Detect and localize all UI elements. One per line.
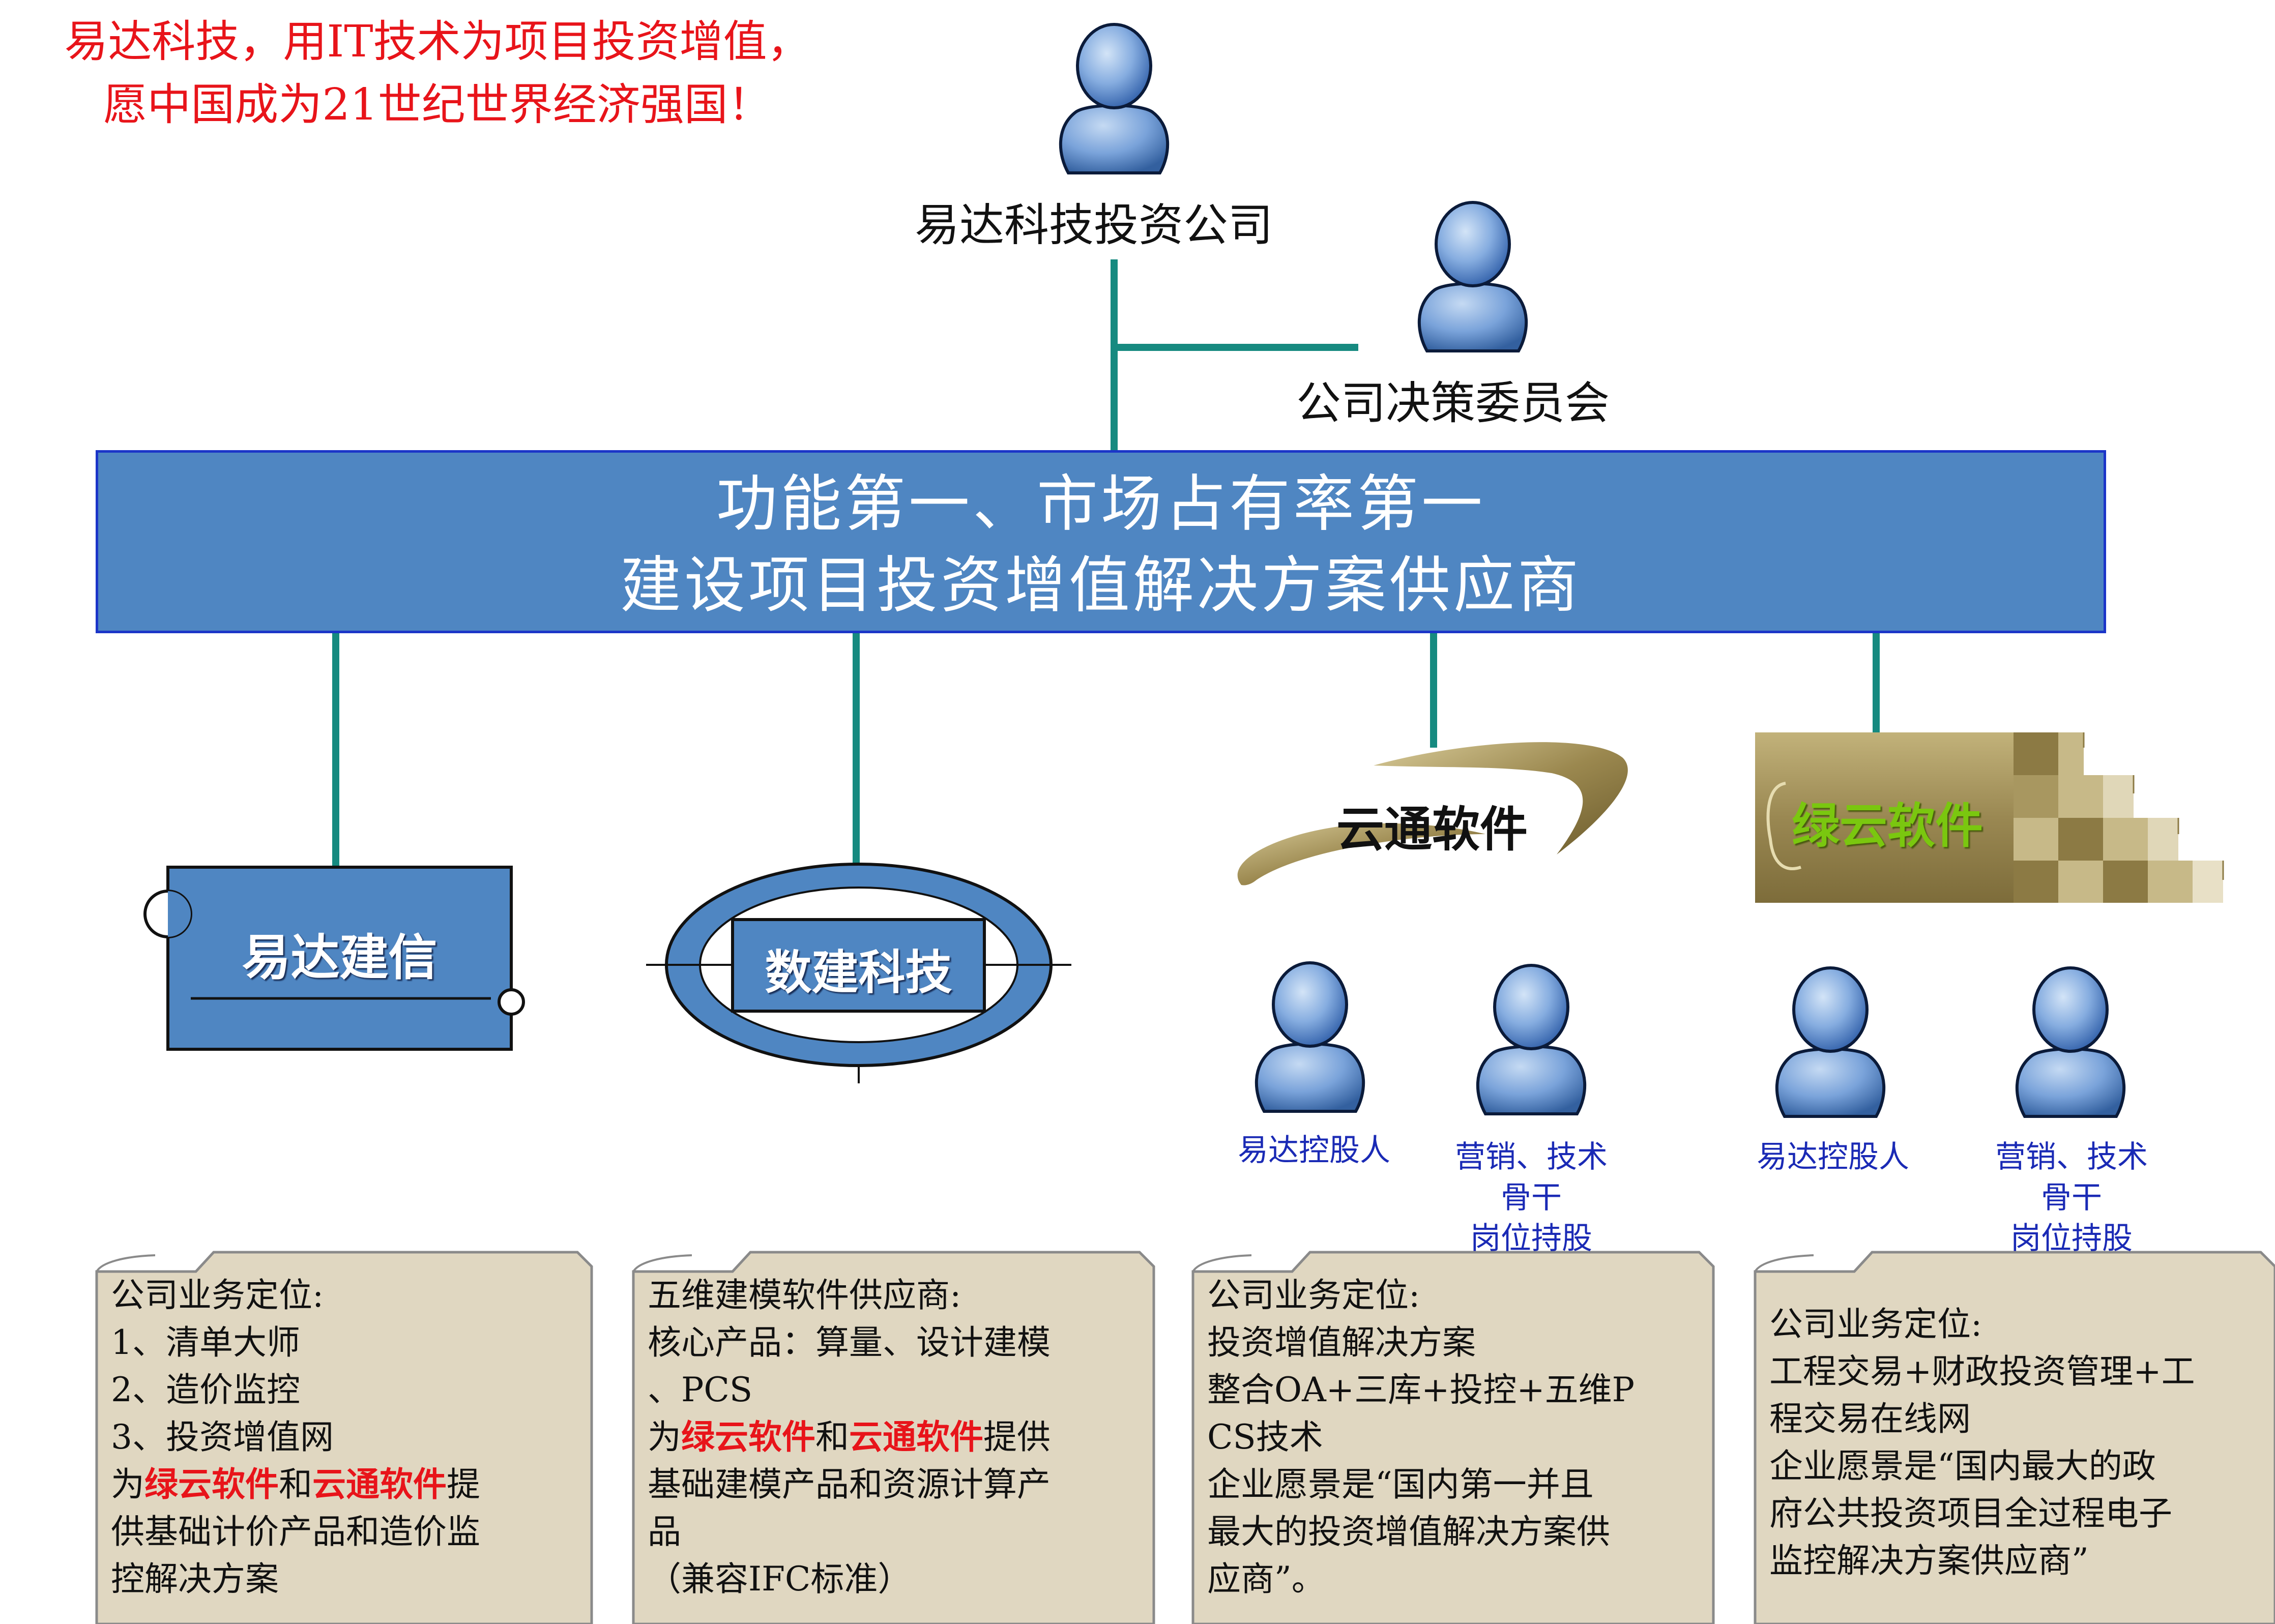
note-highlight: 云通软件 bbox=[312, 1464, 447, 1504]
note-text: 和 bbox=[815, 1418, 849, 1457]
yida-jianxin-logo-text: 易达建信 bbox=[242, 929, 438, 986]
note-line: 府公共投资项目全过程电子 bbox=[1769, 1494, 2172, 1533]
slogan: 易达科技，用IT技术为项目投资增值， 愿中国成为21世纪世界经济强国！ bbox=[5, 10, 870, 136]
note-line: 供基础计价产品和造价监 bbox=[111, 1512, 480, 1551]
yuntong-staff-line-1: 营销、技术 bbox=[1455, 1139, 1608, 1175]
note-lvyun-software: 公司业务定位: 工程交易+财政投资管理+工 程交易在线网 企业愿景是“国内最大的… bbox=[1755, 1252, 2275, 1624]
yida-jianxin-logo-shape bbox=[143, 866, 525, 1051]
note-line: 公司业务定位: bbox=[1769, 1305, 1982, 1344]
slogan-line-1: 易达科技，用IT技术为项目投资增值， bbox=[64, 16, 811, 67]
note-line: 程交易在线网 bbox=[1769, 1399, 1971, 1438]
note-line: 监控解决方案供应商” bbox=[1769, 1541, 2089, 1580]
lvyun-staff-person-icon bbox=[2017, 968, 2124, 1116]
lvyun-logo-text: 绿云软件 bbox=[1791, 799, 1983, 854]
note-line: 、PCS bbox=[648, 1370, 753, 1409]
yuntong-logo-text: 云通软件 bbox=[1336, 802, 1528, 858]
connector-lines bbox=[332, 259, 1880, 870]
shujian-tech-logo-text: 数建科技 bbox=[765, 946, 952, 1000]
lvyun-logo-shape bbox=[1755, 732, 2224, 903]
note-text: 为 bbox=[648, 1418, 681, 1457]
lvyun-holder-person-icon bbox=[1777, 968, 1884, 1116]
note-line: 企业愿景是“国内最大的政 bbox=[1769, 1446, 2156, 1486]
note-text: 提 bbox=[447, 1465, 480, 1504]
note-line: 公司业务定位: bbox=[1207, 1276, 1420, 1315]
positioning-banner: 功能第一、市场占有率第一 建设项目投资增值解决方案供应商 bbox=[96, 450, 2106, 633]
lvyun-staff-line-3: 岗位持股 bbox=[2010, 1221, 2133, 1256]
decision-committee-person-icon bbox=[1419, 202, 1526, 351]
note-line: 基础建模产品和资源计算产 bbox=[648, 1465, 1051, 1504]
yuntong-staff-line-3: 岗位持股 bbox=[1470, 1221, 1592, 1256]
note-line: 公司业务定位: bbox=[111, 1276, 324, 1315]
note-line: 为绿云软件和云通软件提供 bbox=[648, 1413, 1144, 1461]
note-line: 控解决方案 bbox=[111, 1559, 279, 1599]
note-highlight: 绿云软件 bbox=[681, 1417, 815, 1457]
lvyun-staff-line-1: 营销、技术 bbox=[1995, 1139, 2148, 1175]
note-line: 五维建模软件供应商: bbox=[648, 1276, 961, 1315]
note-line: 最大的投资增值解决方案供 bbox=[1207, 1512, 1610, 1551]
banner-line-1: 功能第一、市场占有率第一 bbox=[716, 469, 1485, 540]
note-shapes bbox=[95, 1251, 2275, 1624]
note-text: 为 bbox=[111, 1465, 144, 1504]
note-line: 投资增值解决方案 bbox=[1207, 1323, 1476, 1362]
note-line: 品 bbox=[648, 1512, 681, 1551]
note-highlight: 绿云软件 bbox=[144, 1464, 279, 1504]
note-line: 工程交易+财政投资管理+工 bbox=[1769, 1352, 2195, 1391]
note-line: 核心产品：算量、设计建模 bbox=[648, 1323, 1051, 1362]
investment-company-person-icon bbox=[1061, 24, 1168, 173]
yuntong-staff-line-2: 骨干 bbox=[1501, 1180, 1562, 1216]
decision-committee-label: 公司决策委员会 bbox=[1296, 377, 1610, 429]
note-line: 应商”。 bbox=[1207, 1559, 1325, 1599]
note-shujian-tech: 五维建模软件供应商: 核心产品：算量、设计建模 、PCS 为绿云软件和云通软件提… bbox=[633, 1252, 1154, 1624]
note-text: 提供 bbox=[983, 1418, 1051, 1457]
note-line: 整合OA+三库+投控+五维P bbox=[1207, 1370, 1635, 1409]
slogan-line-2: 愿中国成为21世纪世界经济强国！ bbox=[103, 79, 772, 130]
yuntong-staff-label: 营销、技术 骨干 岗位持股 bbox=[1424, 1137, 1638, 1259]
yuntong-holder-label: 易达控股人 bbox=[1238, 1133, 1390, 1168]
yuntong-holder-person-icon bbox=[1257, 963, 1363, 1111]
note-line: 1、清单大师 bbox=[111, 1323, 300, 1362]
note-line: 企业愿景是“国内第一并且 bbox=[1207, 1465, 1594, 1504]
banner-line-2: 建设项目投资增值解决方案供应商 bbox=[620, 550, 1582, 621]
note-yuntong-software: 公司业务定位: 投资增值解决方案 整合OA+三库+投控+五维P CS技术 企业愿… bbox=[1193, 1252, 1713, 1624]
note-line: 3、投资增值网 bbox=[111, 1418, 334, 1457]
lvyun-holder-label: 易达控股人 bbox=[1757, 1139, 1909, 1175]
note-line: CS技术 bbox=[1207, 1418, 1323, 1457]
note-line: （兼容IFC标准） bbox=[648, 1559, 912, 1599]
note-line: 2、造价监控 bbox=[111, 1370, 300, 1409]
note-text: 和 bbox=[279, 1465, 312, 1504]
lvyun-staff-line-2: 骨干 bbox=[2041, 1180, 2102, 1216]
note-line: 为绿云软件和云通软件提 bbox=[111, 1461, 581, 1508]
yuntong-staff-person-icon bbox=[1478, 965, 1585, 1114]
shujian-tech-logo-shape bbox=[646, 863, 1071, 1083]
lvyun-staff-label: 营销、技术 骨干 岗位持股 bbox=[1965, 1137, 2178, 1259]
yuntong-swoosh-shape bbox=[1237, 742, 1628, 885]
investment-company-label: 易达科技投资公司 bbox=[915, 199, 1273, 251]
note-yida-jianxin: 公司业务定位: 1、清单大师 2、造价监控 3、投资增值网 为绿云软件和云通软件… bbox=[97, 1252, 592, 1624]
note-highlight: 云通软件 bbox=[849, 1417, 983, 1457]
